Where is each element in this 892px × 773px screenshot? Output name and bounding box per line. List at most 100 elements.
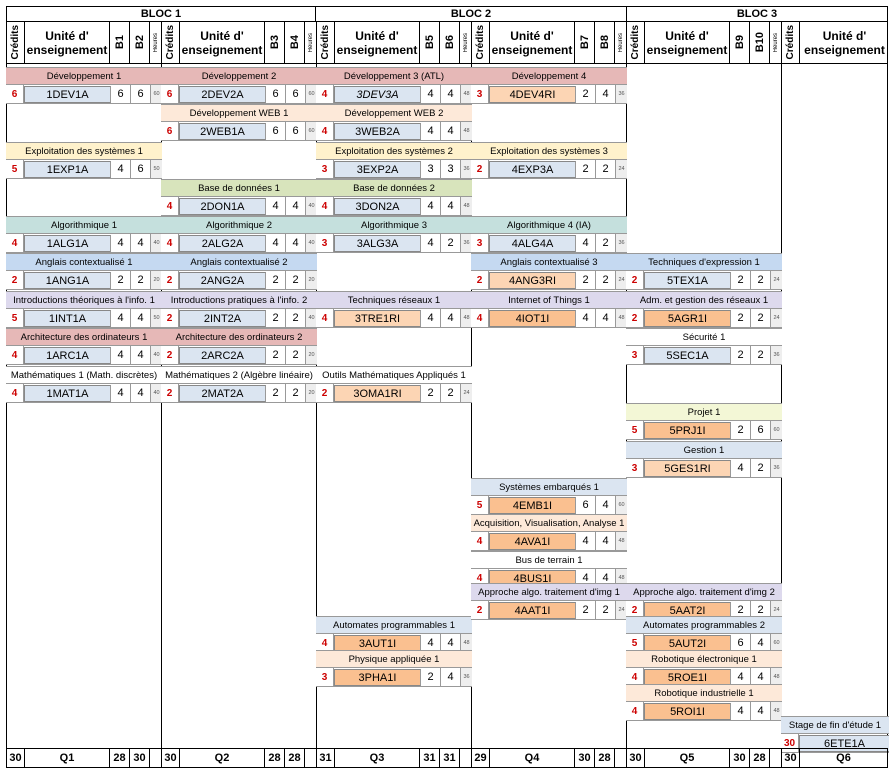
total-credits: 30 xyxy=(162,749,180,767)
b-odd-hours: 4 xyxy=(111,309,131,327)
course-code[interactable]: 3WEB2A xyxy=(334,123,421,140)
course-code[interactable]: 2DEV2A xyxy=(179,86,266,103)
header-cell: B10 xyxy=(750,22,770,63)
b-header: B6 xyxy=(443,35,456,50)
b-odd-hours: 2 xyxy=(576,160,596,178)
course-code[interactable]: 2WEB1A xyxy=(179,123,266,140)
b-odd-hours: 4 xyxy=(576,234,596,252)
course-credits: 4 xyxy=(316,634,334,652)
course-code[interactable]: 4ALG4A xyxy=(489,235,576,252)
course-title: Développement WEB 1 xyxy=(161,104,317,122)
total-b-even: 28 xyxy=(595,749,615,767)
course-code[interactable]: 1ALG1A xyxy=(24,235,111,252)
b-even-hours: 4 xyxy=(596,532,616,550)
course-title: Stage de fin d'étude 1 xyxy=(781,716,889,734)
total-b-odd: 31 xyxy=(420,749,440,767)
course-code[interactable]: 2MAT2A xyxy=(179,385,266,402)
course-code[interactable]: 3TRE1RI xyxy=(334,310,421,327)
total-hours: 36 xyxy=(461,668,472,686)
course-code[interactable]: 1DEV1A xyxy=(24,86,111,103)
course-code[interactable]: 2ALG2A xyxy=(179,235,266,252)
course-code[interactable]: 5AGR1I xyxy=(644,310,731,327)
course-code[interactable]: 3AUT1I xyxy=(334,635,421,652)
b-even-hours: 2 xyxy=(596,601,616,619)
course-code[interactable]: 4EMB1I xyxy=(489,497,576,514)
ue-header: Unité d' enseignement xyxy=(336,28,418,57)
course-code[interactable]: 4IOT1I xyxy=(489,310,576,327)
course-code[interactable]: 5PRJ1I xyxy=(644,422,731,439)
total-b-even: 28 xyxy=(285,749,305,767)
total-hours: 48 xyxy=(616,569,627,587)
ue-header: Unité d' enseignement xyxy=(646,28,728,57)
total-hours: 20 xyxy=(306,271,317,289)
b-even-hours: 4 xyxy=(596,309,616,327)
b-even-hours: 2 xyxy=(131,271,151,289)
course-code[interactable]: 2ARC2A xyxy=(179,347,266,364)
course-code[interactable]: 4BUS1I xyxy=(489,570,576,587)
b-odd-hours: 2 xyxy=(731,309,751,327)
course-code[interactable]: 3DEV3A xyxy=(334,86,421,103)
course-title: Développement 3 (ATL) xyxy=(316,67,472,85)
course-code[interactable]: 1EXP1A xyxy=(24,161,111,178)
total-hours: 24 xyxy=(616,160,627,178)
course-code[interactable]: 3DON2A xyxy=(334,198,421,215)
course-code[interactable]: 5AAT2I xyxy=(644,602,731,619)
course-credits: 4 xyxy=(316,309,334,327)
b-even-hours: 4 xyxy=(286,234,306,252)
course-code[interactable]: 3ALG3A xyxy=(334,235,421,252)
course-code[interactable]: 1ARC1A xyxy=(24,347,111,364)
course-code[interactable]: 6ETE1A xyxy=(799,735,889,752)
course-code[interactable]: 4DEV4RI xyxy=(489,86,576,103)
course-code[interactable]: 3OMA1RI xyxy=(334,385,421,402)
total-hours: 48 xyxy=(461,85,472,103)
heures-header: Heures xyxy=(773,32,779,53)
credits-header: Crédits xyxy=(475,25,486,60)
course-code[interactable]: 2DON1A xyxy=(179,198,266,215)
course-credits: 2 xyxy=(471,271,489,289)
course-code[interactable]: 1INT1A xyxy=(24,310,111,327)
total-spacer xyxy=(150,749,161,767)
course-title: Exploitation des systèmes 3 xyxy=(471,142,627,160)
course-code[interactable]: 4AVA1I xyxy=(489,533,576,550)
b-odd-hours: 6 xyxy=(576,496,596,514)
b-even-hours: 4 xyxy=(131,309,151,327)
course-code[interactable]: 2INT2A xyxy=(179,310,266,327)
total-hours: 24 xyxy=(771,601,782,619)
total-hours: 36 xyxy=(461,160,472,178)
b-odd-hours: 4 xyxy=(576,309,596,327)
total-hours: 40 xyxy=(306,234,317,252)
header-cell: Crédits xyxy=(7,22,25,63)
course-code[interactable]: 4AAT1I xyxy=(489,602,576,619)
course-code[interactable]: 5GES1RI xyxy=(644,460,731,477)
course-title: Algorithmique 2 xyxy=(161,216,317,234)
total-b-odd: 30 xyxy=(730,749,750,767)
course-code[interactable]: 1ANG1A xyxy=(24,272,111,289)
course-title: Robotique industrielle 1 xyxy=(626,684,782,702)
course-code[interactable]: 3EXP2A xyxy=(334,161,421,178)
b-odd-hours: 4 xyxy=(421,309,441,327)
course-code[interactable]: 4EXP3A xyxy=(489,161,576,178)
course-code[interactable]: 5ROI1I xyxy=(644,703,731,720)
b-odd-hours: 4 xyxy=(421,197,441,215)
credits-header: Crédits xyxy=(320,25,331,60)
course-code[interactable]: 5SEC1A xyxy=(644,347,731,364)
ue-header: Unité d' enseignement xyxy=(804,28,885,57)
course-code[interactable]: 3PHA1I xyxy=(334,669,421,686)
course-code[interactable]: 1MAT1A xyxy=(24,385,111,402)
course-code[interactable]: 4ANG3RI xyxy=(489,272,576,289)
course-code[interactable]: 5TEX1A xyxy=(644,272,731,289)
course-code[interactable]: 2ANG2A xyxy=(179,272,266,289)
